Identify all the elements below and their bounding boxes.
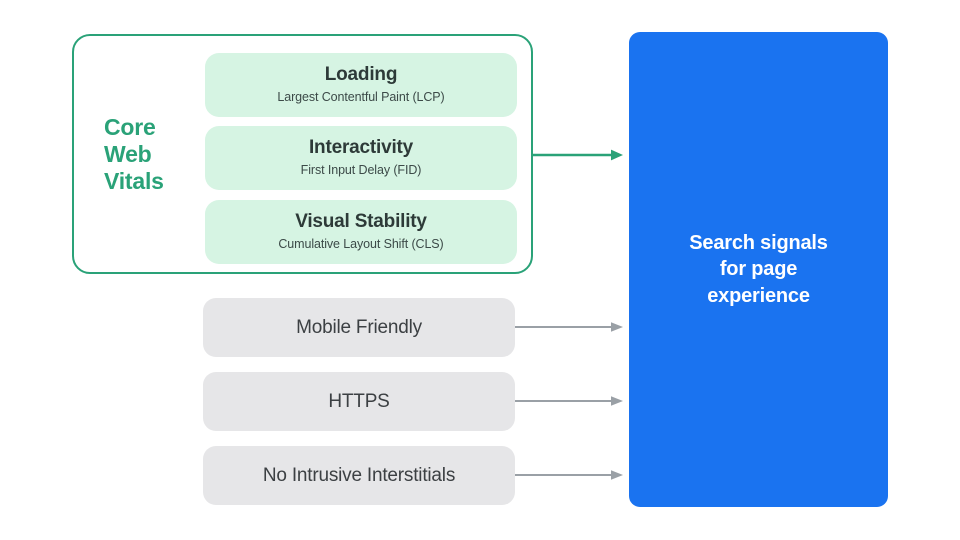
core-web-vitals-container: Core Web Vitals Loading Largest Contentf… <box>72 34 533 274</box>
metric-subtitle: Largest Contentful Paint (LCP) <box>277 89 445 104</box>
metric-title: Visual Stability <box>295 210 427 232</box>
arrow-core-web-vitals-icon <box>533 149 623 161</box>
search-signals-panel: Search signals for page experience <box>629 32 888 507</box>
signal-label: Mobile Friendly <box>296 316 422 338</box>
arrow-https-icon <box>515 396 623 406</box>
metric-card-interactivity: Interactivity First Input Delay (FID) <box>205 126 517 190</box>
metric-title: Loading <box>324 63 398 85</box>
signal-box-no-intrusive-interstitials: No Intrusive Interstitials <box>203 446 515 505</box>
metric-title: Interactivity <box>308 136 414 158</box>
arrow-mobile-friendly-icon <box>515 322 623 332</box>
metric-card-loading: Loading Largest Contentful Paint (LCP) <box>205 53 517 117</box>
metric-card-visual-stability: Visual Stability Cumulative Layout Shift… <box>205 200 517 264</box>
arrow-no-intrusive-interstitials-icon <box>515 470 623 480</box>
signal-box-mobile-friendly: Mobile Friendly <box>203 298 515 357</box>
signal-label: HTTPS <box>328 390 390 412</box>
metric-subtitle: Cumulative Layout Shift (CLS) <box>278 236 444 251</box>
signal-box-https: HTTPS <box>203 372 515 431</box>
metric-subtitle: First Input Delay (FID) <box>300 162 422 177</box>
core-web-vitals-label: Core Web Vitals <box>104 114 164 195</box>
search-signals-panel-text: Search signals for page experience <box>689 231 828 307</box>
signal-label: No Intrusive Interstitials <box>262 464 456 486</box>
